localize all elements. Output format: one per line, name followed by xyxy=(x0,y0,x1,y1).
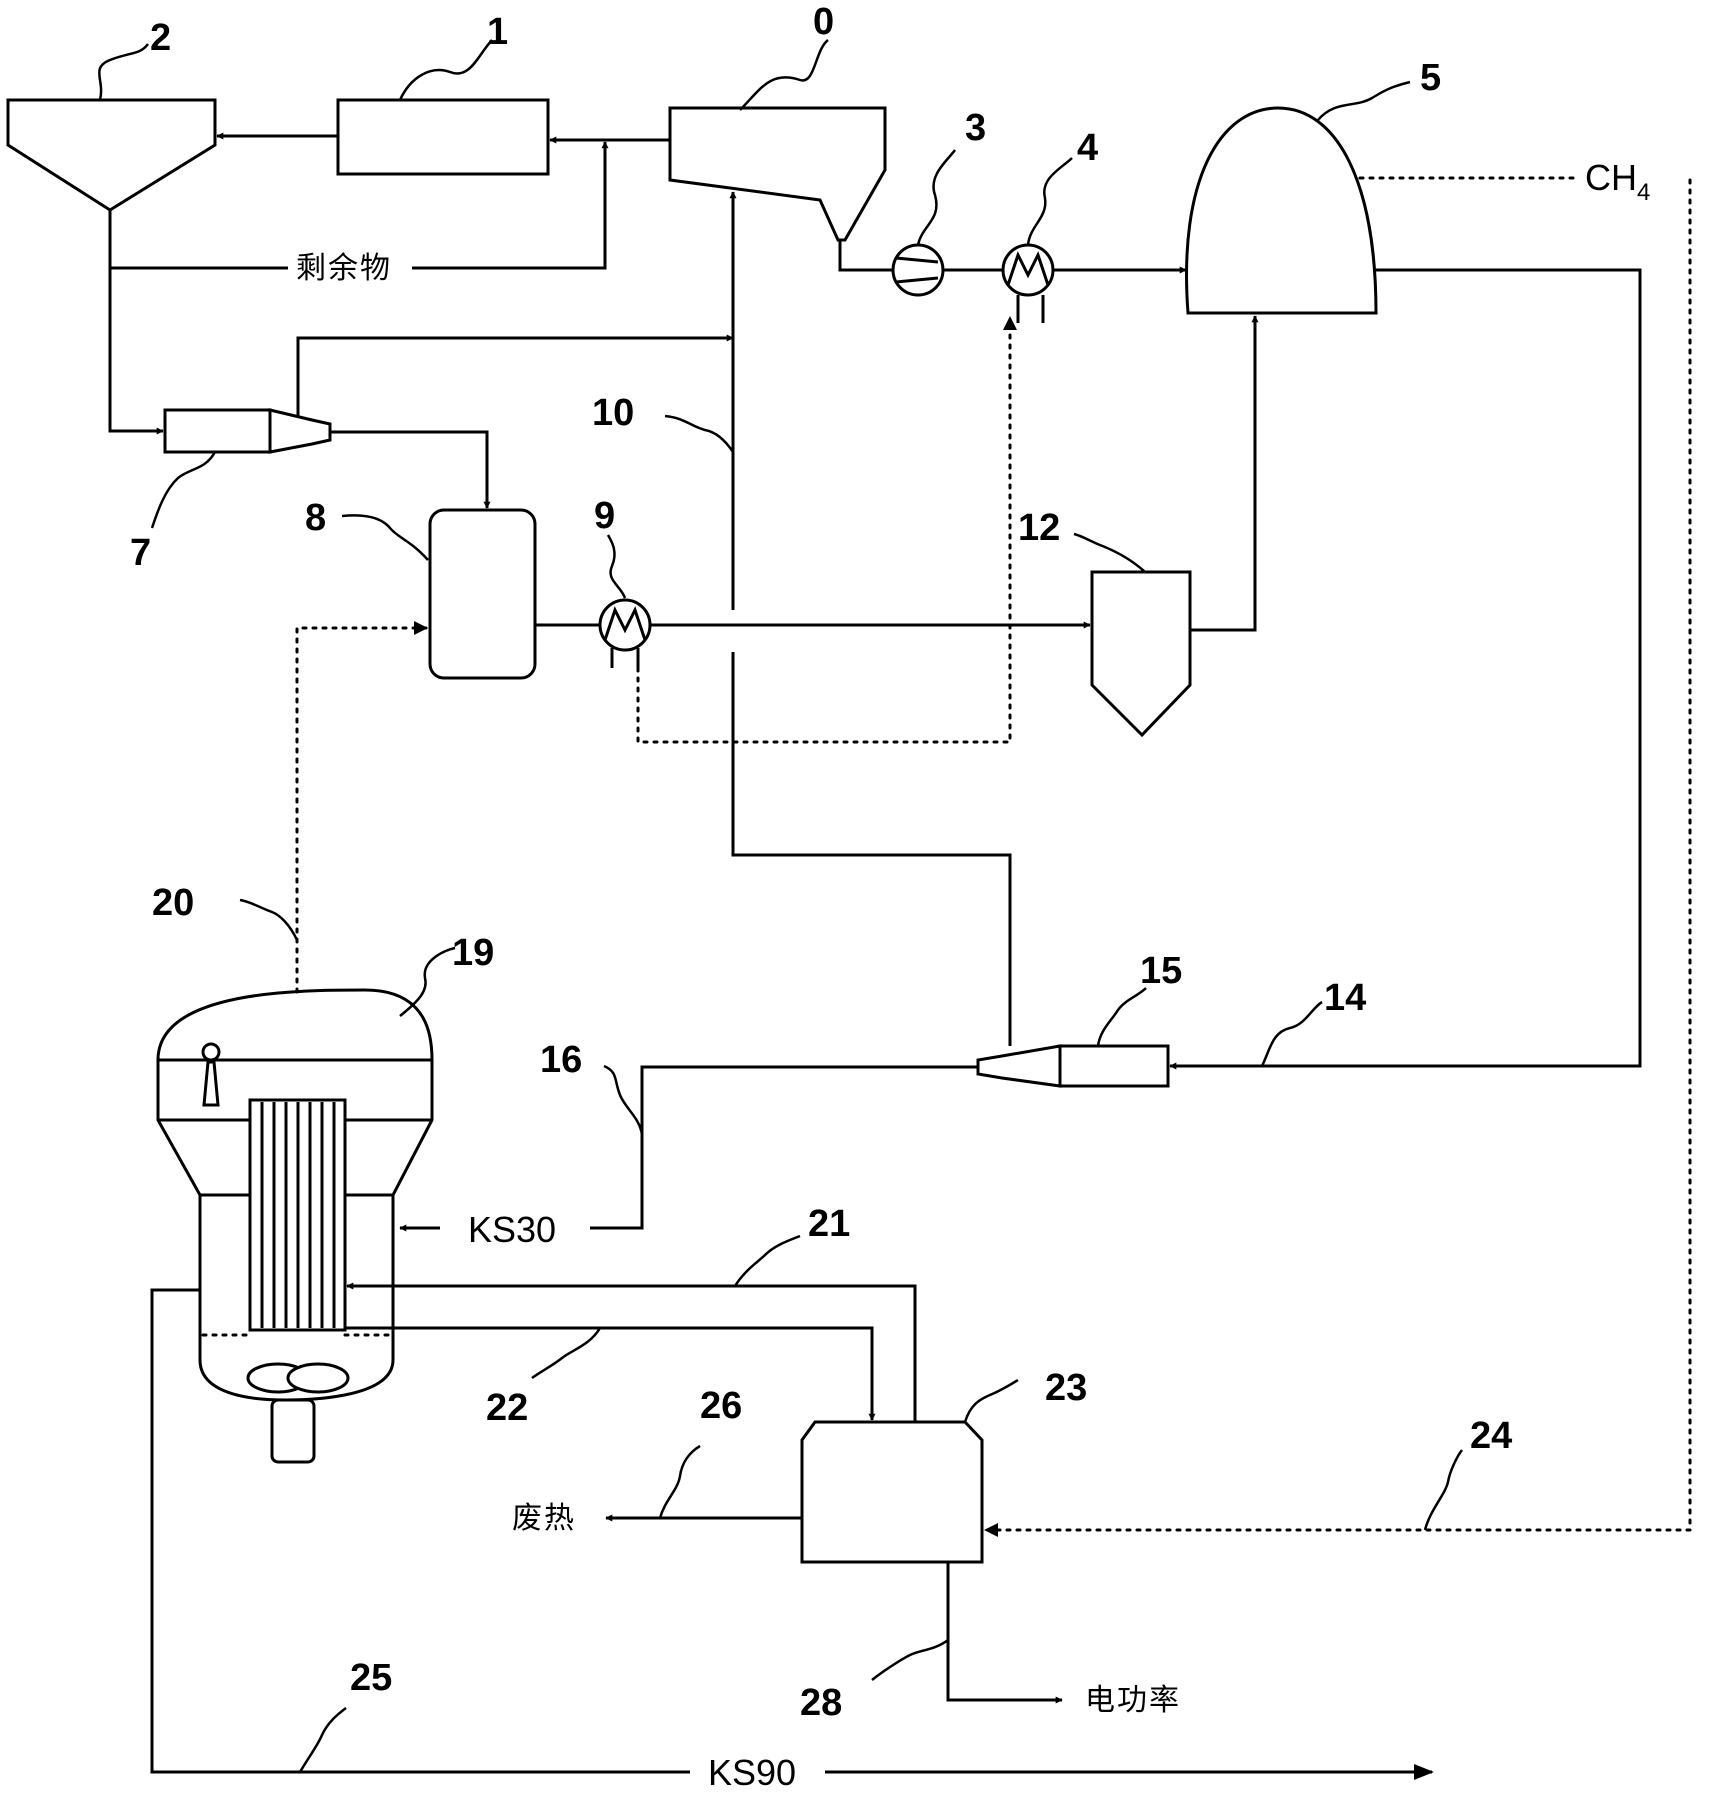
line-28 xyxy=(946,1562,1063,1704)
label-0: 0 xyxy=(813,1,834,43)
leader-14 xyxy=(1260,1000,1323,1067)
leader-9 xyxy=(606,534,627,599)
line-25 xyxy=(150,1288,690,1774)
line-16 xyxy=(590,1065,978,1230)
label-19: 19 xyxy=(452,932,494,974)
line-2-to-7 xyxy=(108,268,164,435)
leader-19 xyxy=(399,946,456,1017)
leader-28 xyxy=(871,1638,949,1681)
leader-8 xyxy=(341,514,429,561)
leader-5 xyxy=(1317,80,1411,121)
reactor-19 xyxy=(156,988,434,1464)
line-9-to-4-dotted xyxy=(636,321,1012,744)
leader-7 xyxy=(150,451,217,529)
electric-power-label: 电功率 xyxy=(1085,1683,1181,1718)
settler-12 xyxy=(1090,570,1192,738)
heat-exchanger-4 xyxy=(1001,243,1055,323)
digester-5 xyxy=(1185,106,1378,315)
label-2: 2 xyxy=(150,17,171,59)
methane-label: CH4 xyxy=(1585,157,1650,206)
mixer-15 xyxy=(976,1044,1170,1088)
mixer-7 xyxy=(163,408,332,454)
label-21: 21 xyxy=(808,1203,850,1245)
waste-heat-label: 废热 xyxy=(512,1501,576,1536)
label-15: 15 xyxy=(1140,950,1182,992)
label-4: 4 xyxy=(1077,127,1098,169)
separator-2 xyxy=(6,98,217,212)
label-10: 10 xyxy=(592,392,634,434)
leader-10 xyxy=(664,414,735,453)
leader-20 xyxy=(239,898,299,941)
leader-21 xyxy=(733,1234,801,1287)
label-14: 14 xyxy=(1324,977,1366,1019)
label-28: 28 xyxy=(800,1682,842,1724)
leader-25 xyxy=(298,1707,347,1773)
leader-22 xyxy=(531,1327,602,1380)
label-25: 25 xyxy=(350,1657,392,1699)
arrow-head-heat-to-4 xyxy=(1003,316,1017,330)
label-24: 24 xyxy=(1470,1415,1512,1457)
feed-hopper-0 xyxy=(668,106,887,242)
line-20-dotted xyxy=(295,626,428,994)
arrow-head-24 xyxy=(984,1523,998,1537)
label-9: 9 xyxy=(594,495,615,537)
line-22 xyxy=(345,1326,876,1421)
leader-26 xyxy=(658,1444,701,1519)
ks30-label: KS30 xyxy=(468,1209,556,1250)
leader-24 xyxy=(1423,1449,1464,1531)
heat-exchanger-9 xyxy=(598,598,652,668)
ks90-label: KS90 xyxy=(708,1752,796,1793)
line-12-to-5 xyxy=(1190,315,1259,632)
label-12: 12 xyxy=(1018,507,1060,549)
leader-1 xyxy=(398,39,493,101)
label-20: 20 xyxy=(152,882,194,924)
line-24-dotted xyxy=(994,178,1692,1532)
line-0-to-3 xyxy=(838,240,893,272)
leader-12 xyxy=(1073,532,1146,573)
label-16: 16 xyxy=(540,1039,582,1081)
leader-15 xyxy=(1096,987,1147,1047)
line-14 xyxy=(1169,268,1642,1070)
line-7-to-8 xyxy=(330,430,491,509)
unit-1 xyxy=(336,98,550,176)
residue-label: 剩余物 xyxy=(296,251,392,286)
line-21 xyxy=(346,1282,917,1422)
vessel-8 xyxy=(428,508,537,680)
label-8: 8 xyxy=(305,497,326,539)
leader-3 xyxy=(916,149,957,246)
leader-16 xyxy=(603,1064,644,1136)
leader-0 xyxy=(739,39,829,111)
line-10-lower xyxy=(731,652,1012,1046)
label-3: 3 xyxy=(965,107,986,149)
line-residue-recycle xyxy=(108,210,288,270)
leader-4 xyxy=(1026,157,1073,246)
engine-23 xyxy=(800,1420,984,1564)
label-26: 26 xyxy=(700,1385,742,1427)
label-1: 1 xyxy=(487,11,508,53)
label-5: 5 xyxy=(1420,57,1441,99)
pump-3 xyxy=(891,243,945,297)
leader-2 xyxy=(98,43,150,101)
leader-23 xyxy=(963,1378,1019,1423)
label-7: 7 xyxy=(130,532,151,574)
line-7-to-10 xyxy=(296,334,734,416)
arrow-head-heat-to-8 xyxy=(414,621,428,635)
label-22: 22 xyxy=(486,1387,528,1429)
label-23: 23 xyxy=(1045,1367,1087,1409)
